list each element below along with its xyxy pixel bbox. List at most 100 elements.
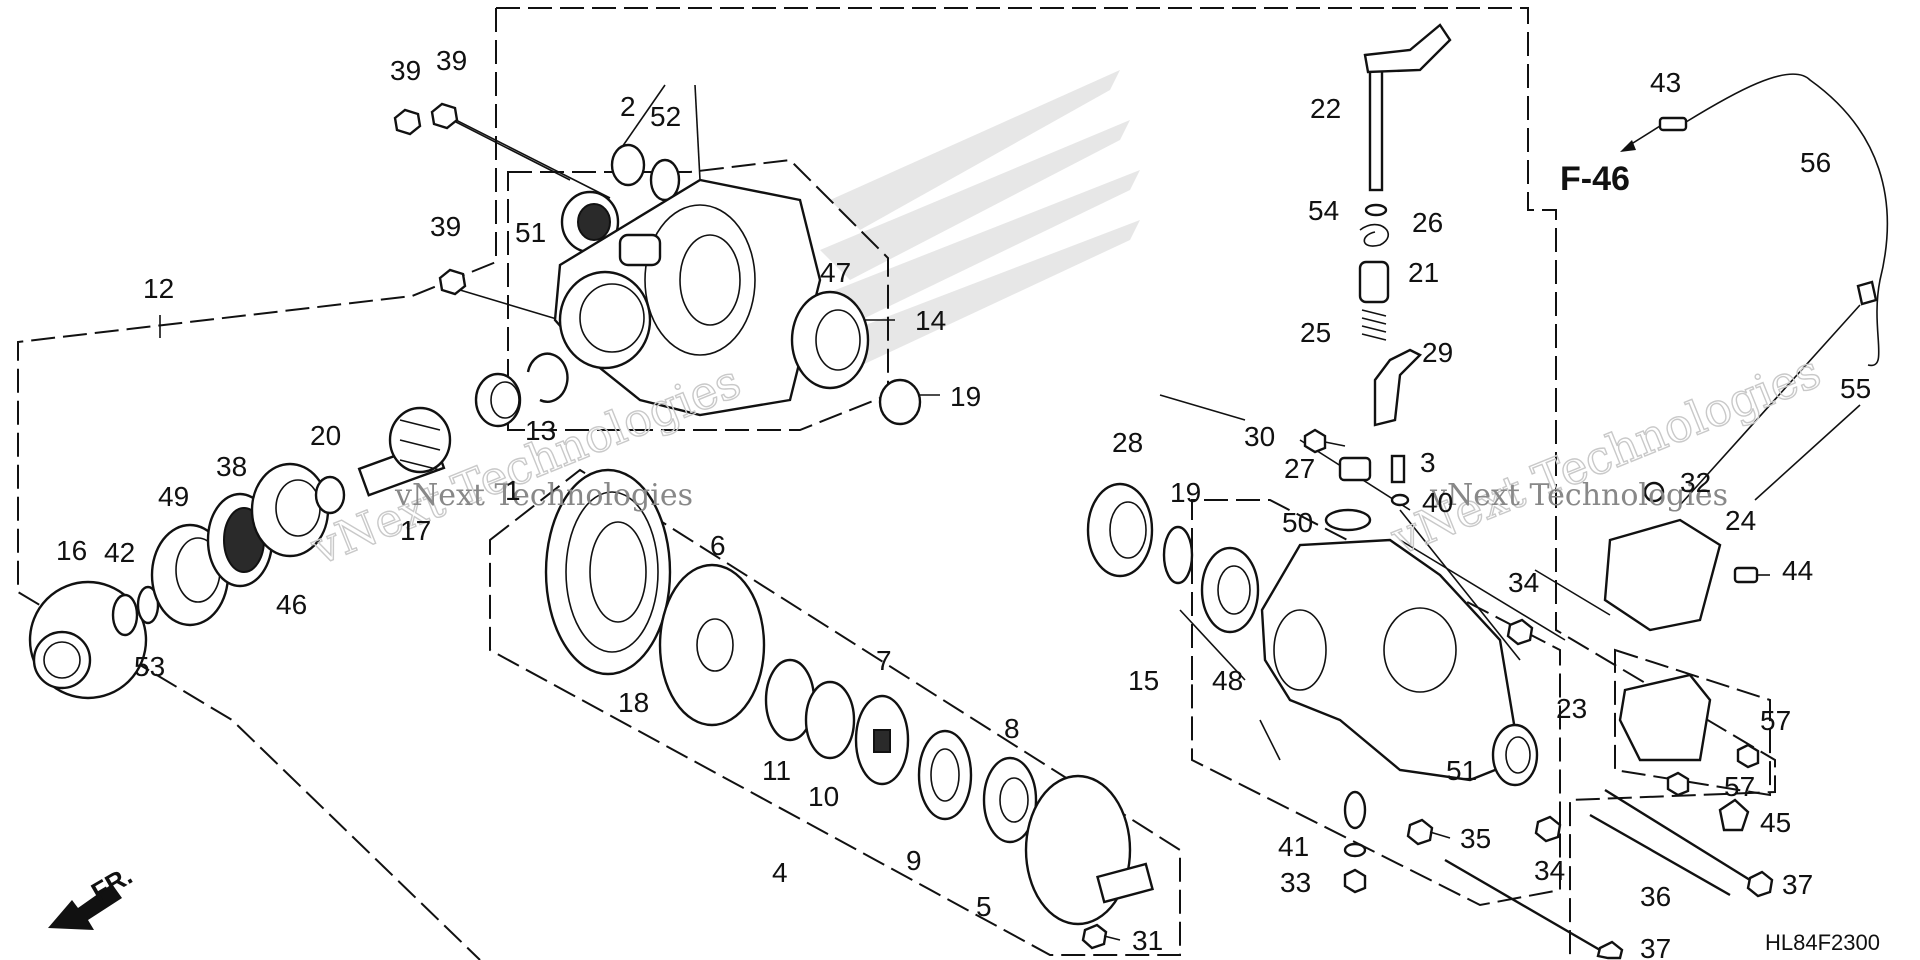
part-24-cover <box>1603 518 1722 632</box>
part-51-oil-seal-lower <box>1491 723 1539 787</box>
part-43-joint <box>1658 116 1688 132</box>
part-23-bracket <box>1618 673 1712 762</box>
part-31-bolt <box>1081 923 1121 950</box>
callout-17: 17 <box>400 515 431 546</box>
callout-33: 33 <box>1280 867 1311 898</box>
callout-34: 34 <box>1508 567 1539 598</box>
figure-code: HL84F2300 <box>1765 930 1880 955</box>
callout-31: 31 <box>1132 925 1163 956</box>
callout-labels: 1 2 3 4 5 6 7 8 9 10 11 12 13 14 15 16 1… <box>56 45 1871 960</box>
part-8-face-cam <box>982 756 1038 844</box>
callout-53: 53 <box>134 651 165 682</box>
part-32-screw <box>1643 481 1665 503</box>
background-wing-pattern <box>800 70 1140 380</box>
callout-39: 39 <box>390 55 421 86</box>
callout-52: 52 <box>650 101 681 132</box>
part-47-bearing <box>790 290 870 390</box>
callout-5: 5 <box>976 891 992 922</box>
part-37-stud-c <box>1444 858 1601 952</box>
part-50-o-ring <box>1324 508 1372 532</box>
part-41-washer <box>1343 842 1367 858</box>
callout-26: 26 <box>1412 207 1443 238</box>
part-36-stud-b <box>1589 813 1731 897</box>
callout-2: 2 <box>620 91 636 122</box>
part-18-ring-gear <box>544 468 672 676</box>
callout-12: 12 <box>143 273 174 304</box>
part-20-ring <box>314 475 346 515</box>
part-17-pinion <box>357 406 452 497</box>
callout-13: 13 <box>525 415 556 446</box>
callout-22: 22 <box>1310 93 1341 124</box>
callout-9: 9 <box>906 845 922 876</box>
part-44-fitting <box>1733 566 1770 584</box>
callout-27: 27 <box>1284 453 1315 484</box>
part-25-spring <box>1361 309 1387 341</box>
callout-48: 48 <box>1212 665 1243 696</box>
part-22-shift-shaft <box>1363 23 1452 192</box>
part-54-washer <box>1364 203 1388 217</box>
callout-28: 28 <box>1112 427 1143 458</box>
callout-3: 3 <box>1420 447 1436 478</box>
callout-29: 29 <box>1422 337 1453 368</box>
front-direction-indicator: FR. <box>48 860 137 930</box>
callout-6: 6 <box>710 530 726 561</box>
part-7-cam <box>854 694 910 786</box>
part-6-flange <box>658 563 766 727</box>
callout-49: 49 <box>158 481 189 512</box>
callout-35: 35 <box>1460 823 1491 854</box>
callout-57: 57 <box>1760 705 1791 736</box>
part-14-gear-case <box>553 178 822 417</box>
callout-4: 4 <box>772 857 788 888</box>
part-33-bolt <box>1343 868 1367 894</box>
part-39-nut-c <box>438 268 467 296</box>
callout-36: 36 <box>1640 881 1671 912</box>
callout-19: 19 <box>950 381 981 412</box>
callout-10: 10 <box>808 781 839 812</box>
callout-43: 43 <box>1650 67 1681 98</box>
part-19-o-ring-a <box>878 378 922 426</box>
callout-42: 42 <box>104 537 135 568</box>
callout-44: 44 <box>1782 555 1813 586</box>
callout-32: 32 <box>1680 467 1711 498</box>
part-42-clip <box>111 593 139 637</box>
callout-57: 57 <box>1724 771 1755 802</box>
callout-39: 39 <box>436 45 467 76</box>
callout-11: 11 <box>762 755 791 786</box>
callout-15: 15 <box>1128 665 1159 696</box>
assembly-outline-14 <box>507 158 889 431</box>
callout-7: 7 <box>876 645 892 676</box>
part-30-bolt <box>1303 428 1346 454</box>
part-2-seal <box>610 143 646 187</box>
part-57-bolt-b <box>1666 771 1690 797</box>
part-29-shift-fork <box>1373 348 1423 427</box>
assembly-outline-23 <box>1614 648 1771 797</box>
callout-23: 23 <box>1556 693 1587 724</box>
watermark-text: vNext Technologies <box>394 478 693 513</box>
callout-46: 46 <box>276 589 307 620</box>
callout-39: 39 <box>430 211 461 242</box>
part-34-bolt-a <box>1506 618 1534 646</box>
part-15-housing <box>1260 538 1522 830</box>
part-36-stud-a <box>1604 788 1751 882</box>
part-37-bolt-head-b <box>1596 940 1624 960</box>
part-40-ring <box>1390 493 1410 507</box>
callout-21: 21 <box>1408 257 1439 288</box>
callout-1: 1 <box>505 475 521 506</box>
callout-40: 40 <box>1422 487 1453 518</box>
part-10-washer <box>804 680 856 760</box>
callout-18: 18 <box>618 687 649 718</box>
watermark-text: vNext Technologies <box>1383 344 1828 566</box>
reference-label: F-46 <box>1560 160 1630 198</box>
parts <box>28 23 1889 960</box>
part-37-bolt-head-a <box>1746 870 1774 898</box>
part-19-o-ring-b <box>1162 525 1194 585</box>
front-arrow-icon <box>48 884 122 930</box>
callout-16: 16 <box>56 535 87 566</box>
callout-54: 54 <box>1308 195 1339 226</box>
part-35-bolt <box>1406 818 1451 846</box>
part-53-clip <box>136 585 160 625</box>
callout-8: 8 <box>1004 713 1020 744</box>
callout-47: 47 <box>820 257 851 288</box>
watermark-text: vNext Technologies <box>1429 478 1728 513</box>
